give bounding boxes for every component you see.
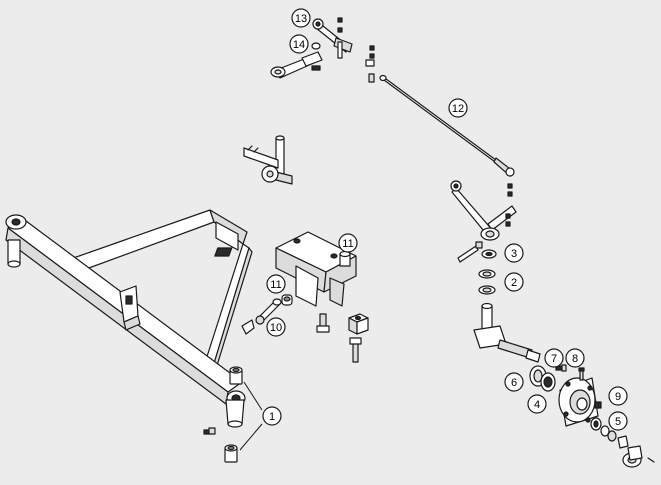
stub-axle (473, 302, 541, 363)
front-axle-frame (5, 209, 253, 428)
callout-9: 9 (608, 386, 628, 406)
callout-label: 9 (615, 391, 621, 403)
callout-11-right: 11 (338, 233, 358, 253)
support-bracket (214, 231, 357, 307)
callout-12: 12 (448, 98, 468, 118)
callout-label: 5 (615, 416, 621, 428)
pivot-bushing-left (281, 294, 293, 306)
wheel-hub (558, 377, 599, 427)
callout-label: 1 (269, 411, 275, 423)
tie-rod (379, 74, 515, 197)
callout-label: 11 (270, 279, 281, 291)
callout-10: 10 (266, 317, 286, 337)
hub-cap (622, 445, 643, 468)
steering-drop-arm (270, 42, 323, 79)
grease-nipple-hub (647, 457, 655, 463)
bushing-lower (224, 444, 238, 463)
callout-label: 10 (270, 322, 282, 334)
outer-bearing (590, 417, 602, 431)
lock-clip (241, 319, 255, 335)
callout-label: 6 (511, 377, 517, 389)
callout-6: 6 (504, 372, 524, 392)
square-nut-block (348, 313, 369, 335)
pivot-bushing-right (339, 250, 351, 267)
callout-4: 4 (527, 394, 547, 414)
bushing-upper (229, 366, 243, 385)
callout-2: 2 (504, 272, 524, 292)
callout-label: 13 (295, 13, 307, 25)
callout-8: 8 (565, 348, 585, 368)
wheel-nut (594, 401, 602, 409)
callout-14: 14 (289, 34, 309, 54)
callout-11-left: 11 (266, 274, 286, 294)
callout-label: 2 (511, 277, 517, 289)
thrust-washer-lower (478, 285, 496, 295)
callout-5: 5 (608, 411, 628, 431)
steering-arm-right (450, 180, 517, 241)
lock-washer (481, 249, 497, 259)
callout-label: 14 (293, 39, 305, 51)
bolt-bracket-long (349, 337, 362, 363)
callout-label: 7 (551, 353, 557, 365)
callout-label: 11 (342, 238, 353, 250)
callout-label: 4 (534, 399, 540, 411)
callout-3: 3 (504, 243, 524, 263)
callout-13: 13 (291, 8, 311, 28)
callout-label: 12 (452, 103, 464, 115)
wheel-stud (555, 364, 567, 372)
callout-7: 7 (544, 348, 564, 368)
pivot-pin (255, 298, 282, 325)
thrust-washer-upper (478, 269, 496, 279)
grease-nipple (203, 427, 216, 435)
callout-1: 1 (262, 406, 282, 426)
callout-label: 8 (572, 353, 578, 365)
hub-screw (578, 367, 585, 381)
leader-lines (239, 381, 263, 451)
steering-pivot-shaft (243, 135, 293, 185)
arm-bolt (457, 241, 483, 263)
bolt-bracket-lower (316, 313, 330, 333)
ball-joint-pins-top (337, 17, 375, 83)
washer-nut-set (600, 425, 629, 449)
callout-label: 3 (511, 248, 517, 260)
inner-bearing (540, 372, 556, 392)
drag-link-arm (312, 18, 353, 59)
